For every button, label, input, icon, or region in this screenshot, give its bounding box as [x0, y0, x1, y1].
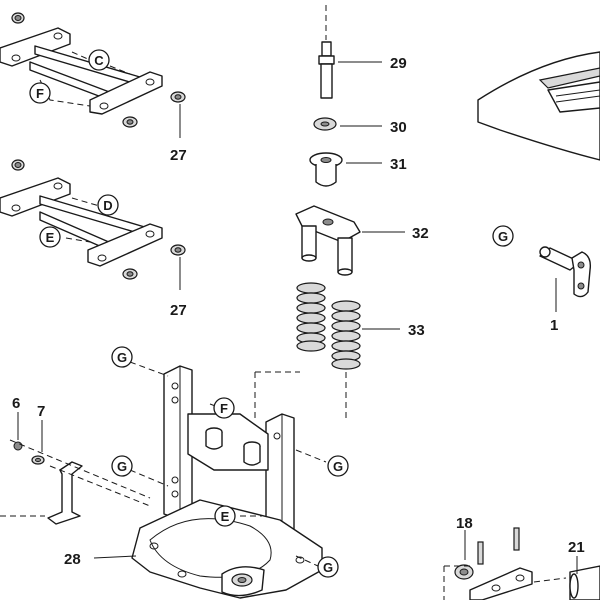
spring-left — [296, 282, 326, 352]
pivot-pin-part-1 — [539, 246, 592, 312]
svg-text:E: E — [221, 509, 230, 524]
svg-text:E: E — [46, 230, 55, 245]
part-number-6: 6 — [12, 395, 20, 412]
svg-text:D: D — [103, 198, 112, 213]
part-number-1: 1 — [550, 317, 558, 334]
bracket-assembly-lower — [0, 159, 186, 290]
part-number-18: 18 — [456, 515, 473, 532]
part-number-32: 32 — [412, 225, 429, 242]
svg-text:G: G — [498, 229, 508, 244]
svg-text:F: F — [36, 86, 44, 101]
spring-right — [331, 300, 361, 370]
bracket-assembly-upper — [0, 12, 186, 138]
part-number-29: 29 — [390, 55, 407, 72]
svg-text:G: G — [117, 350, 127, 365]
part-number-30: 30 — [390, 119, 407, 136]
ref-callout-c: C — [88, 49, 110, 71]
ref-callout-f-base: F — [213, 397, 235, 419]
base-frame-part-28 — [93, 365, 323, 599]
ref-callout-e-base: E — [214, 505, 236, 527]
ref-callout-g-base-left: G — [111, 455, 133, 477]
ref-callout-g-base-right-upper: G — [327, 455, 349, 477]
svg-text:C: C — [94, 53, 104, 68]
svg-text:F: F — [220, 401, 228, 416]
top-cover — [477, 51, 600, 161]
spring-stack — [254, 5, 405, 420]
svg-text:G: G — [117, 459, 127, 474]
part-number-31: 31 — [390, 156, 407, 173]
part-number-28: 28 — [64, 551, 81, 568]
part-number-33: 33 — [408, 322, 425, 339]
ref-callout-f-upper: F — [29, 82, 51, 104]
part-number-7: 7 — [37, 403, 45, 420]
ref-callout-g-base-right-lower: G — [317, 556, 339, 578]
part-number-27-lower: 27 — [170, 302, 187, 319]
svg-text:G: G — [323, 560, 333, 575]
ref-callout-g-right: G — [492, 225, 514, 247]
small-hardware — [0, 412, 151, 525]
part-number-27-upper: 27 — [170, 147, 187, 164]
ref-callout-e-upper: E — [39, 226, 61, 248]
ref-callout-d: D — [97, 194, 119, 216]
ref-callout-g-base-upper: G — [111, 346, 133, 368]
svg-text:G: G — [333, 459, 343, 474]
lower-right-assembly — [443, 527, 600, 600]
part-number-21: 21 — [568, 539, 585, 556]
